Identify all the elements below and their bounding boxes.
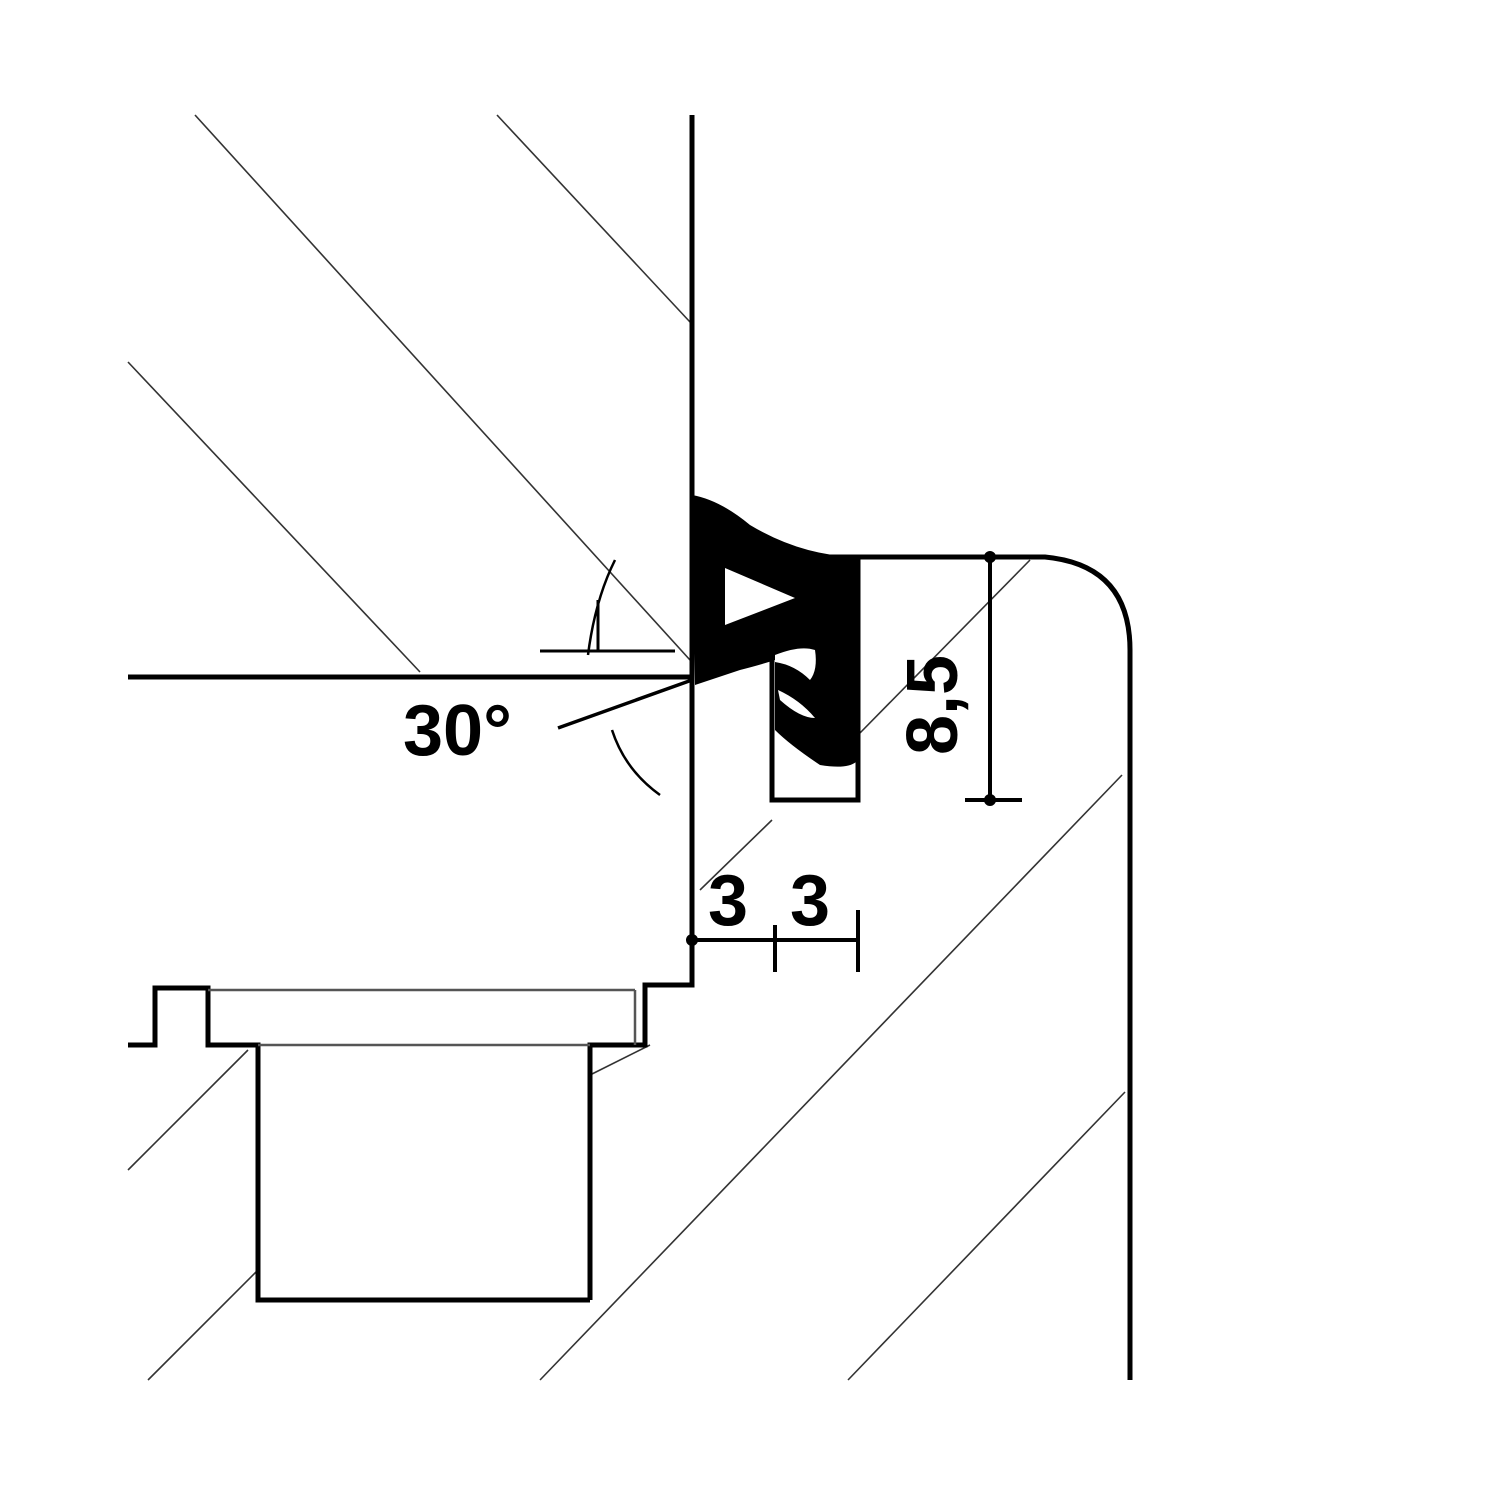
hatching — [127, 114, 1126, 1381]
angle-annotation — [540, 559, 693, 797]
part-outlines — [128, 115, 1133, 1380]
height-dimension-label: 8,5 — [893, 655, 973, 755]
dimension-lines — [686, 551, 1022, 972]
angle-label: 30° — [403, 691, 512, 771]
flange-inner-lines — [208, 988, 637, 1047]
seal-profile — [692, 495, 858, 767]
gap-left-dimension-label: 3 — [708, 861, 748, 941]
gap-right-dimension-label: 3 — [790, 861, 830, 941]
